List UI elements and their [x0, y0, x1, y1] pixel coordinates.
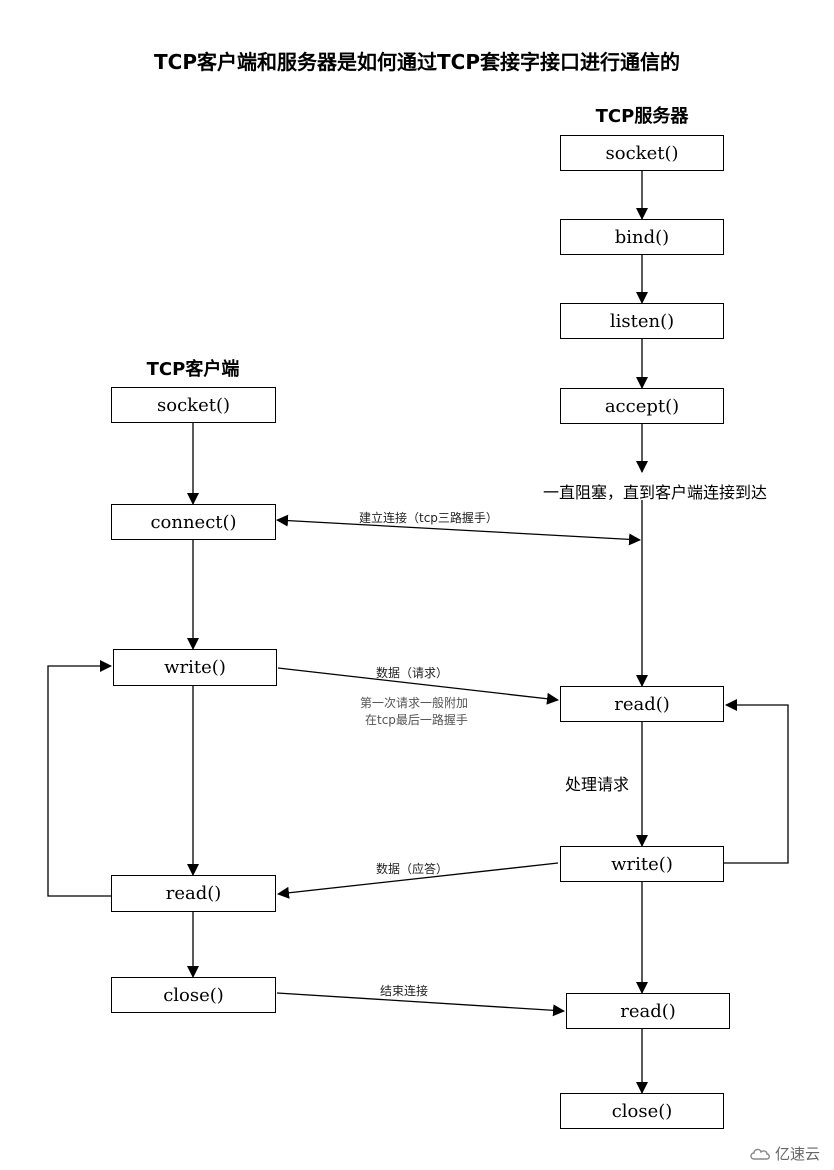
server-read2-box: read(): [566, 993, 730, 1029]
request-note-line2: 在tcp最后一路握手: [365, 713, 468, 727]
client-heading: TCP客户端: [146, 359, 240, 380]
server-socket-box: socket(): [560, 135, 724, 171]
reply-arrow: [277, 862, 559, 899]
client-loop-arrow: [47, 660, 112, 897]
connect-handshake-arrow: [276, 514, 641, 546]
client-connect-box: connect(): [111, 504, 276, 540]
diagram-title: TCP客户端和服务器是如何通过TCP套接字接口进行通信的: [154, 50, 680, 74]
cloud-logo-icon: [750, 1148, 770, 1160]
server-accept-box: accept(): [560, 388, 724, 424]
server-bind-box: bind(): [560, 219, 724, 255]
server-loop-arrow: [724, 699, 789, 864]
client-read-box: read(): [111, 875, 276, 912]
server-close-box: close(): [560, 1093, 724, 1129]
server-listen-box: listen(): [560, 303, 724, 339]
reply-label: 数据（应答）: [376, 862, 449, 876]
close-arrow: [276, 992, 565, 1017]
client-socket-box: socket(): [111, 387, 276, 423]
server-blocking-note: 一直阻塞，直到客户端连接到达: [543, 483, 768, 502]
close-label: 结束连接: [380, 984, 429, 998]
server-read-box: read(): [560, 686, 724, 722]
client-close-box: close(): [111, 977, 276, 1013]
request-label: 数据（请求）: [376, 666, 449, 680]
request-note-line1: 第一次请求一般附加: [360, 696, 469, 710]
watermark: 亿速云: [749, 1143, 820, 1164]
server-write-box: write(): [560, 846, 724, 882]
server-process-note: 处理请求: [565, 775, 630, 794]
watermark-text: 亿速云: [774, 1145, 820, 1163]
request-arrow: [277, 667, 559, 705]
connect-handshake-label: 建立连接（tcp三路握手）: [359, 511, 498, 525]
server-heading: TCP服务器: [595, 106, 689, 127]
client-write-box: write(): [113, 649, 277, 686]
